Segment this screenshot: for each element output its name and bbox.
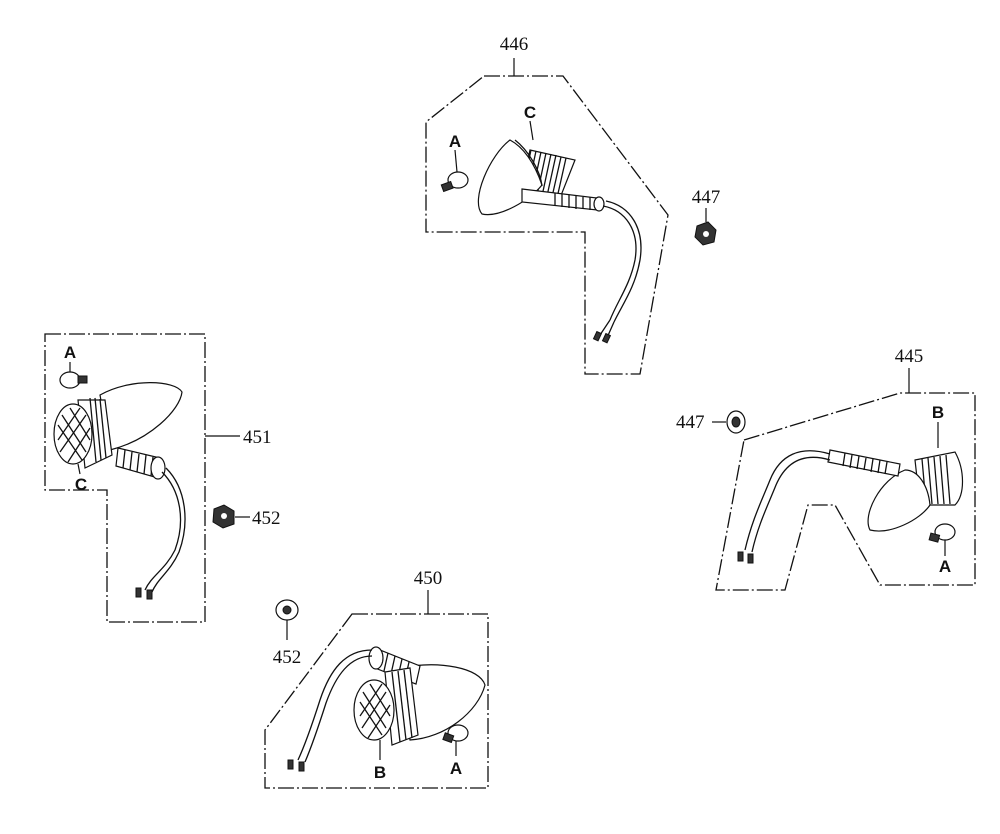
outline-451 bbox=[44, 333, 206, 623]
callout-446: 446 bbox=[500, 34, 529, 55]
outline-445 bbox=[715, 392, 976, 591]
outline-446 bbox=[425, 75, 669, 375]
callout-452-bottom: 452 bbox=[273, 647, 302, 668]
nut-452-left: 452 bbox=[212, 504, 281, 529]
letter-b-450: B bbox=[374, 763, 386, 782]
callout-445: 445 bbox=[895, 346, 924, 367]
bulb-a-445 bbox=[928, 523, 956, 556]
callout-447-right: 447 bbox=[676, 412, 705, 433]
turn-signal-446 bbox=[477, 139, 642, 344]
callout-451: 451 bbox=[243, 427, 272, 448]
callout-447-top: 447 bbox=[692, 187, 721, 208]
callout-450: 450 bbox=[414, 568, 443, 589]
letter-b-445: B bbox=[932, 403, 944, 422]
bulb-a-450 bbox=[442, 724, 469, 756]
turn-signal-445 bbox=[737, 449, 964, 564]
letter-c-446: C bbox=[524, 103, 536, 122]
letter-a-451: A bbox=[64, 343, 76, 362]
nut-452-bottom: 452 bbox=[273, 599, 302, 668]
letter-a-445: A bbox=[939, 557, 951, 576]
group-451: 451 bbox=[44, 333, 272, 623]
turn-signal-451 bbox=[53, 382, 186, 600]
group-450: 450 bbox=[264, 568, 489, 789]
outline-450 bbox=[264, 613, 489, 789]
letter-c-451: C bbox=[75, 475, 87, 494]
letter-a-446: A bbox=[449, 132, 461, 151]
group-446: 446 bbox=[425, 34, 669, 375]
turn-signal-450 bbox=[287, 646, 486, 772]
callout-452-left: 452 bbox=[252, 508, 281, 529]
nut-447-right: 447 bbox=[676, 410, 746, 434]
letter-a-450: A bbox=[450, 759, 462, 778]
nut-447-top: 447 bbox=[692, 187, 721, 246]
group-445: 445 B bbox=[715, 346, 976, 591]
bulb-a-446 bbox=[440, 149, 469, 193]
bulb-a-451 bbox=[59, 362, 88, 389]
